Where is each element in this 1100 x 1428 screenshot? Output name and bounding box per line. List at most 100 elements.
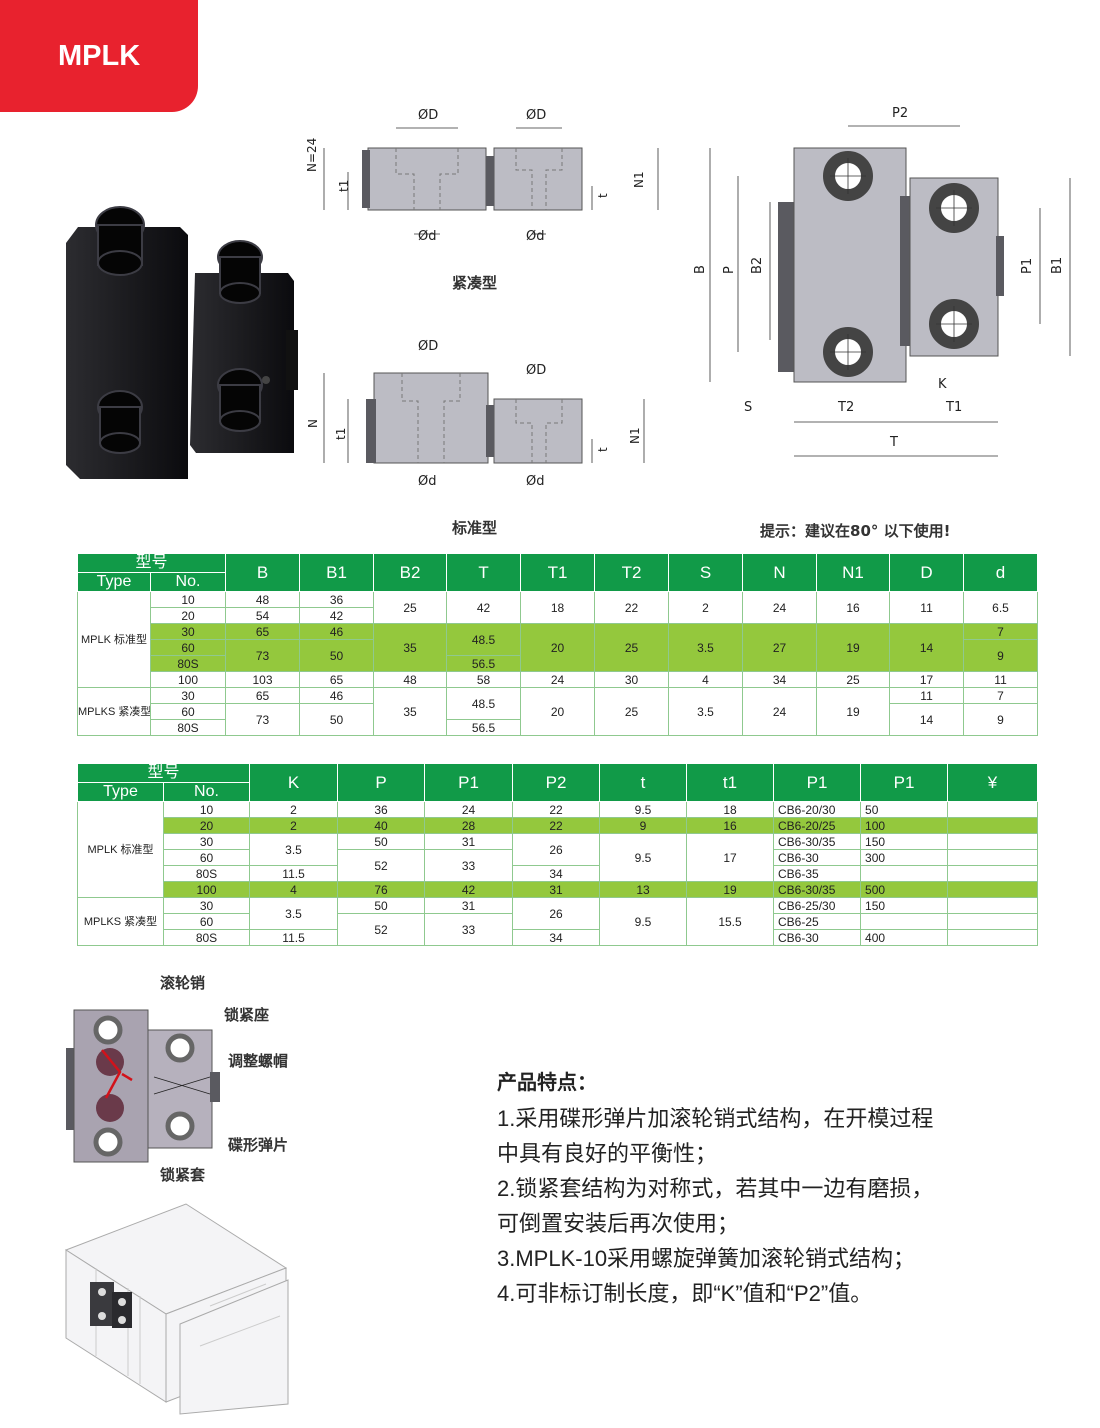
cell: 30 — [149, 687, 227, 704]
cell: CB6-25/30 — [773, 897, 862, 914]
cell: 15.5 — [686, 897, 775, 946]
cell: 9.5 — [599, 833, 688, 882]
cell: 80S — [162, 865, 251, 882]
standard-type-drawing — [323, 372, 645, 464]
cell — [947, 913, 1039, 930]
cell: 3.5 — [668, 687, 744, 736]
cell: 48 — [373, 671, 448, 688]
cell: 60 — [149, 639, 227, 656]
cell: CB6-30/35 — [773, 881, 862, 898]
feature-line-6: 4.可非标订制长度，即“K”值和“P2”值。 — [497, 1281, 873, 1306]
cell: 24 — [742, 687, 818, 736]
cell: 24 — [520, 671, 596, 688]
hdr2-P2: P2 — [512, 763, 601, 802]
dim-t1-b: t1 — [334, 427, 348, 440]
cell: 30 — [594, 671, 670, 688]
cell: 22 — [512, 801, 601, 818]
cell: CB6-20/30 — [773, 801, 862, 818]
cell: 2 — [668, 591, 744, 624]
hdr-d: d — [963, 553, 1039, 592]
cell: CB6-35 — [773, 865, 862, 882]
feature-line-3: 2.锁紧套结构为对称式，若其中一边有磨损， — [497, 1176, 934, 1201]
cell: 31 — [512, 881, 601, 898]
cell: 20 — [149, 607, 227, 624]
dim-B1: B1 — [1050, 256, 1065, 274]
hdr2-t1: t1 — [686, 763, 775, 802]
dim-OD-4: ØD — [526, 363, 547, 378]
cell: 25 — [594, 687, 670, 736]
cell: 19 — [686, 881, 775, 898]
cell: 500 — [860, 881, 949, 898]
cell: 50 — [299, 639, 375, 672]
cell: 20 — [162, 817, 251, 834]
cell: 50 — [299, 703, 375, 736]
hdr2-type-cn: 型号 — [76, 763, 251, 783]
part-disc-spring: 碟形弹片 — [228, 1136, 289, 1154]
cell: 26 — [512, 833, 601, 866]
cell: 11.5 — [249, 865, 339, 882]
cell — [947, 881, 1039, 898]
hdr-type: Type — [77, 572, 151, 592]
bolt-heads — [95, 206, 263, 454]
cell: 52 — [337, 849, 426, 882]
dim-OD-2: ØD — [526, 108, 547, 123]
cell: 20 — [520, 623, 596, 672]
cell: 60 — [162, 849, 251, 866]
spec-table-parameters: 型号 K P P1 P2 t t1 P1 P1 ¥ Type No. MPLK … — [76, 763, 1039, 946]
hdr2-no: No. — [162, 782, 251, 802]
hdr2-P1-b: P1 — [773, 763, 862, 802]
cell: 56.5 — [446, 719, 522, 736]
cell: 9.5 — [599, 897, 688, 946]
cell: 65 — [225, 687, 301, 704]
cell: 16 — [686, 817, 775, 834]
cell: 25 — [373, 591, 448, 624]
hdr-T2: T2 — [594, 553, 670, 592]
cell: 150 — [860, 833, 949, 850]
cell: 22 — [512, 817, 601, 834]
part-roller-pin: 滚轮销 — [160, 974, 206, 992]
cell — [947, 817, 1039, 834]
cell: 100 — [149, 671, 227, 688]
cell: 27 — [742, 623, 818, 672]
mold-assembly-sketch — [64, 1203, 289, 1415]
brand-tab: MPLK — [0, 0, 198, 112]
hdr2-P1-c: P1 — [860, 763, 949, 802]
cell: 4 — [249, 881, 339, 898]
cell: 9 — [599, 817, 688, 834]
cell: 11 — [889, 591, 965, 624]
cell: 36 — [299, 591, 375, 608]
hdr2-type: Type — [77, 782, 164, 802]
cell: 34 — [512, 865, 601, 882]
cell: 18 — [686, 801, 775, 818]
hdr2-price: ¥ — [947, 763, 1039, 802]
feature-line-2: 中具有良好的平衡性； — [497, 1141, 718, 1166]
cell: 80S — [162, 929, 251, 946]
cell: 28 — [424, 817, 514, 834]
standard-block-right — [493, 398, 583, 464]
hdr-N1: N1 — [816, 553, 891, 592]
cell: 9 — [963, 703, 1039, 736]
caption-standard: 标准型 — [452, 519, 498, 537]
cell: 103 — [225, 671, 301, 688]
cell — [947, 833, 1039, 850]
spec-table-dimensions: 型号 B B1 B2 T T1 T2 S N N1 D d Type No. M… — [76, 553, 1039, 736]
dim-t-a: t — [596, 193, 610, 198]
cell: 26 — [512, 897, 601, 930]
cell — [947, 865, 1039, 882]
cell — [947, 849, 1039, 866]
cell: 19 — [816, 687, 891, 736]
block-large — [66, 227, 188, 479]
dim-Od-1: Ød — [418, 229, 437, 244]
dim-N: N — [306, 419, 320, 428]
cell: 400 — [860, 929, 949, 946]
cell — [947, 801, 1039, 818]
dim-P: P — [722, 266, 737, 274]
